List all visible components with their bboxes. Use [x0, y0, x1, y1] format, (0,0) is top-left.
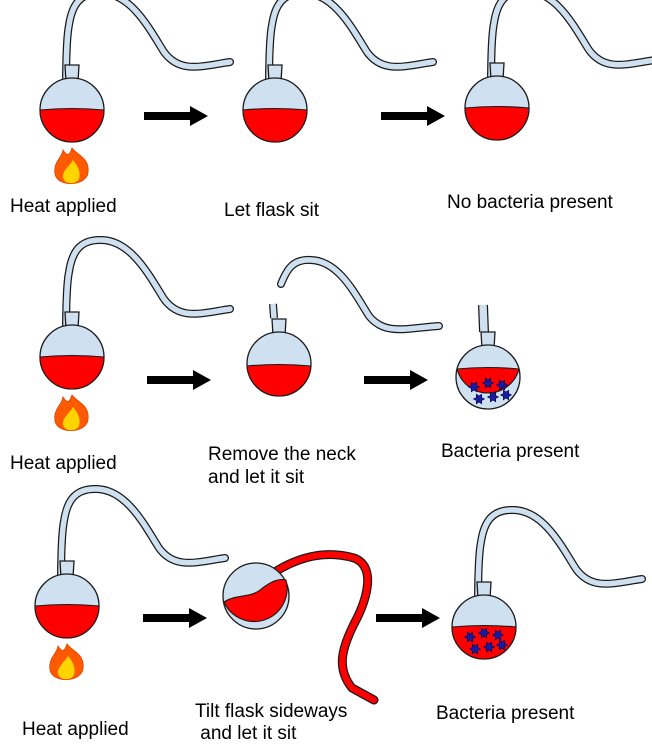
row2-step3-flask	[455, 304, 521, 410]
row1-step1-label: Heat applied	[10, 196, 117, 217]
row2-step2-label-line2: and let it sit	[208, 467, 305, 488]
row3-arrow-2	[376, 608, 440, 628]
row1-step1-flask	[39, 0, 234, 185]
row3-arrow-1	[143, 608, 207, 628]
row3-step1-label: Heat applied	[22, 719, 129, 740]
row3-step2-flask	[222, 550, 379, 705]
row1-step2-flask	[242, 0, 437, 143]
row1-arrow-1	[144, 106, 208, 126]
row2-step2-label-line1: Remove the neck	[208, 444, 356, 465]
row1-arrow-2	[381, 106, 445, 126]
row1-step3-label: No bacteria present	[447, 192, 613, 213]
row3-step1-flask	[34, 484, 229, 681]
row3-step3-label: Bacteria present	[436, 703, 575, 724]
row3-step2-label-line1: Tilt flask sideways	[195, 701, 348, 722]
row3-step2-label-line2: and let it sit	[195, 723, 297, 744]
row2-step3-label: Bacteria present	[441, 441, 580, 462]
row2-step2-flask	[246, 255, 443, 397]
row2-arrow-2	[364, 370, 428, 390]
row2-arrow-1	[147, 370, 211, 390]
row2-step1-flask	[39, 235, 234, 432]
row3-step3-flask	[451, 505, 646, 660]
row1-step3-flask	[464, 0, 652, 141]
row2-step1-label: Heat applied	[10, 453, 117, 474]
row1-step2-label: Let flask sit	[224, 200, 320, 221]
